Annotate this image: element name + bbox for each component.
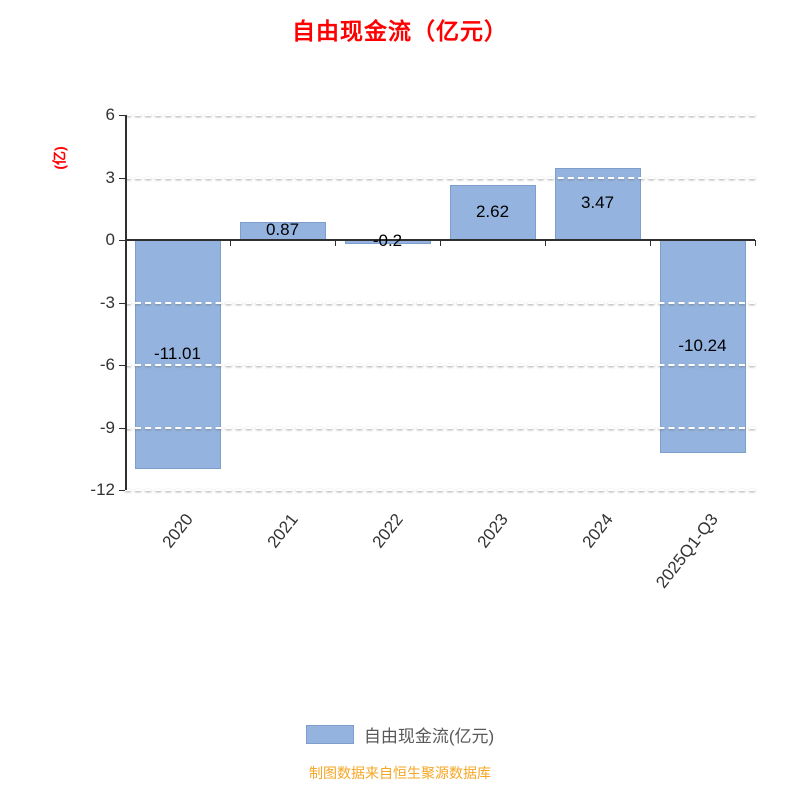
- y-axis-name: (亿): [51, 146, 68, 170]
- x-tick-label: 2021: [263, 510, 302, 552]
- gridline: [125, 301, 755, 304]
- x-tick-label: 2024: [578, 510, 617, 552]
- gridline: [125, 176, 755, 179]
- legend-swatch: [305, 725, 354, 744]
- x-axis-tick: [755, 240, 756, 246]
- bar: [554, 167, 641, 240]
- data-source-note: 制图数据来自恒生聚源数据库: [309, 765, 491, 781]
- y-tick-label: -9: [99, 417, 115, 437]
- chart-title: 自由现金流（亿元）: [292, 18, 508, 44]
- x-tick-label: 2023: [473, 510, 512, 552]
- legend[interactable]: 自由现金流(亿元): [0, 722, 800, 747]
- bar-value-label: -11.01: [154, 343, 201, 363]
- y-tick-mark: [119, 302, 125, 304]
- x-tick-label: 2020: [158, 510, 197, 552]
- y-tick-label: -6: [99, 355, 115, 374]
- bar-value-label: -0.2: [372, 231, 403, 251]
- y-tick-mark: [119, 490, 125, 491]
- x-axis-tick: [650, 240, 651, 246]
- x-tick-label: 2022: [368, 510, 407, 552]
- gridline: [125, 364, 755, 366]
- y-tick-mark: [119, 177, 125, 179]
- y-tick-label: -12: [90, 480, 115, 499]
- x-axis-tick: [545, 240, 546, 246]
- y-tick-mark: [119, 240, 125, 241]
- x-tick-label: 2025Q1-Q3: [651, 510, 722, 592]
- bar-value-label: 3.47: [580, 192, 615, 212]
- gridline: [125, 426, 755, 429]
- bar: [449, 185, 536, 240]
- gridline: [125, 489, 755, 491]
- x-axis-tick: [335, 240, 336, 246]
- y-tick-mark: [119, 427, 125, 429]
- legend-label: 自由现金流(亿元): [363, 727, 495, 746]
- y-tick-mark: [119, 365, 125, 366]
- bar-value-label: 0.87: [265, 219, 300, 239]
- y-tick-label: 6: [105, 105, 115, 124]
- bar: [659, 240, 746, 454]
- gridline: [125, 114, 755, 116]
- y-tick-mark: [119, 115, 125, 116]
- x-axis-tick: [440, 240, 441, 246]
- x-axis-tick: [125, 240, 126, 246]
- bar-value-label: 2.62: [475, 201, 510, 221]
- y-tick-label: 3: [105, 167, 115, 187]
- y-tick-label: 0: [105, 230, 115, 249]
- y-tick-label: -3: [99, 292, 115, 312]
- y-axis-line: [125, 115, 127, 490]
- bar-value-label: -10.24: [678, 335, 727, 355]
- x-axis-tick: [230, 240, 231, 246]
